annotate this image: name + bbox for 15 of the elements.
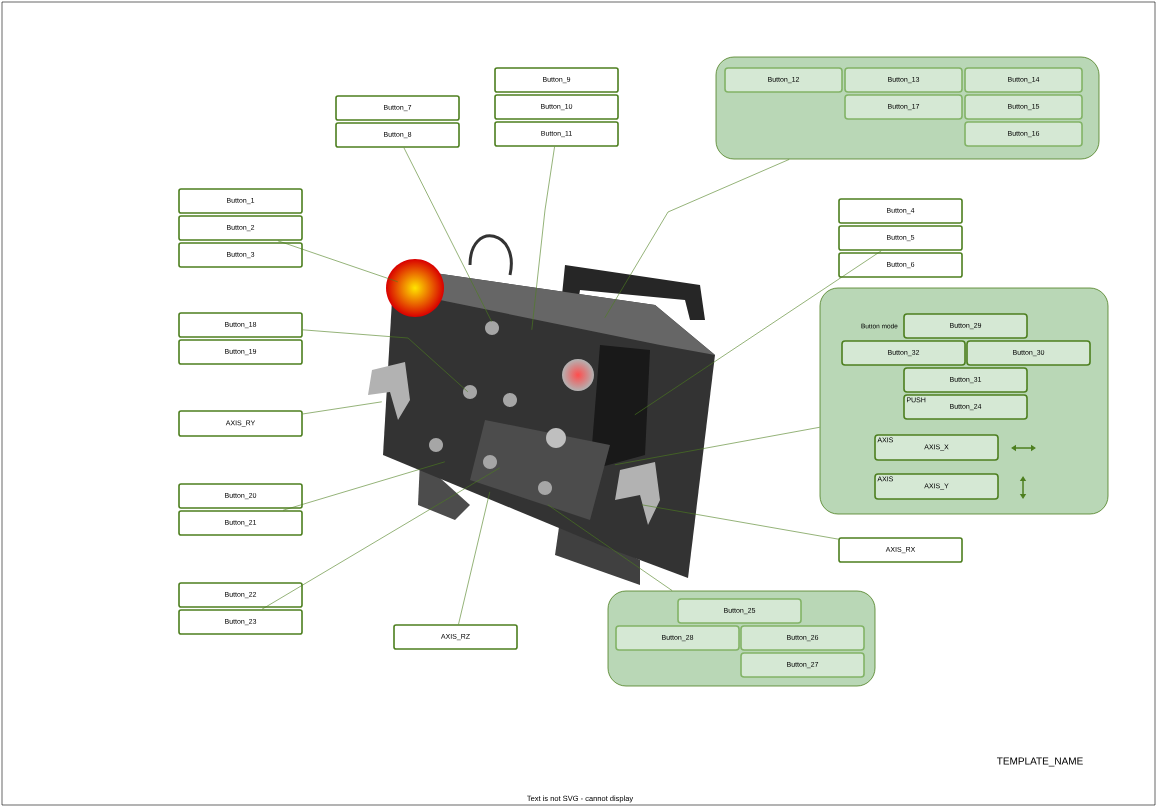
leader-line: [277, 240, 399, 283]
leader-line: [614, 427, 820, 466]
leader-line: [302, 401, 383, 415]
leader-line: [282, 461, 446, 511]
leader-line: [641, 504, 839, 540]
leader-line: [261, 467, 501, 610]
leader-line: [531, 146, 555, 331]
leader-line: [458, 491, 491, 625]
control-panel-drawing: [368, 234, 715, 585]
leader-line: [403, 147, 493, 323]
leader-line: [302, 329, 469, 393]
leader-line: [547, 504, 673, 591]
leader-line: [634, 250, 882, 416]
leader-line: [604, 159, 790, 319]
title-text: TEMPLATE_NAME: [997, 757, 1083, 767]
